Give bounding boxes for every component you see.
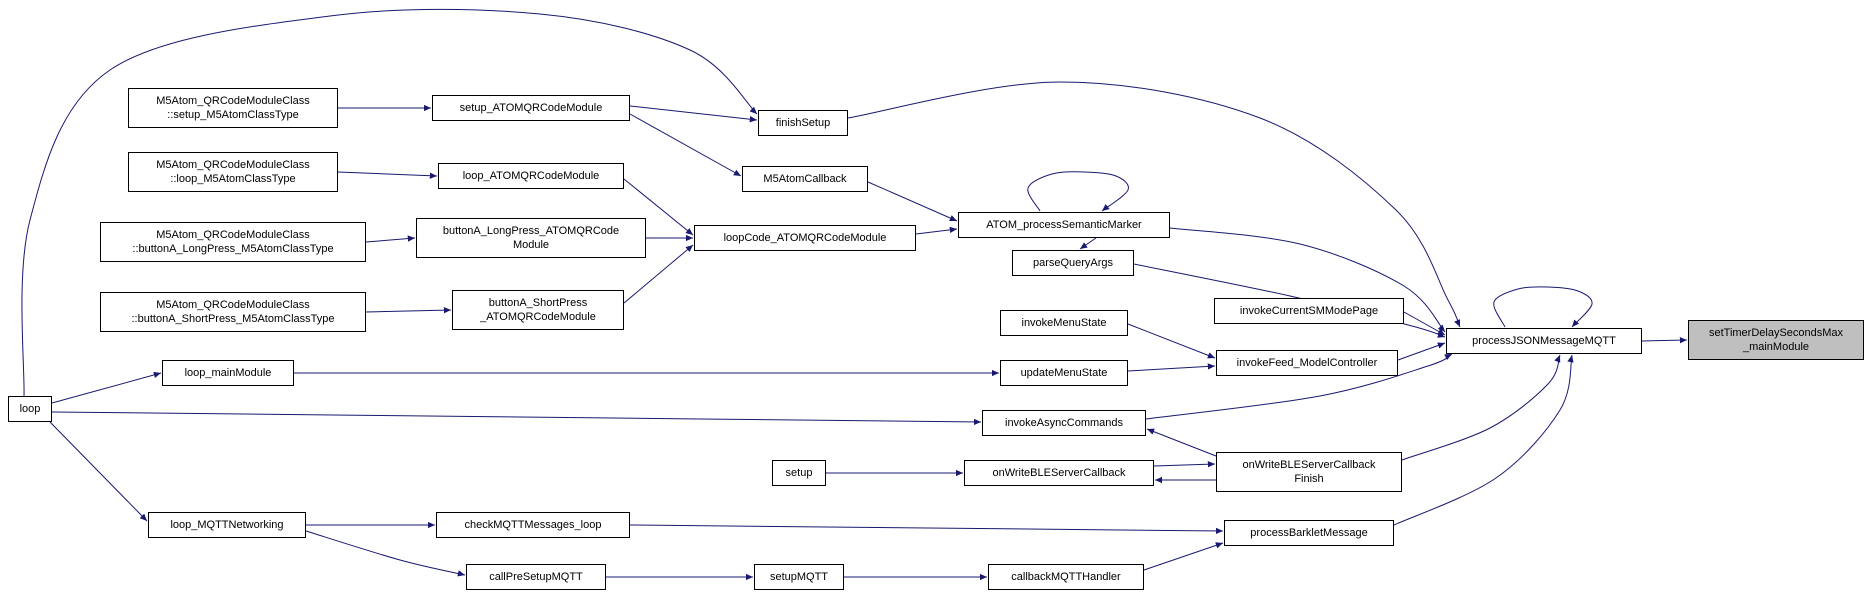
edge-loop-to-invokeAsyncCommands <box>51 411 982 426</box>
edge-buttonA_ShortPress_ATOMQRCodeModule-to-loopCode_ATOMQRCodeModule <box>623 244 694 304</box>
graph-node-setup[interactable]: setup <box>772 460 826 486</box>
graph-node-checkMQTTMessages_loop[interactable]: checkMQTTMessages_loop <box>436 512 630 538</box>
edge-loop-to-finishSetup <box>21 8 758 397</box>
graph-node-loop_M5AtomClassType[interactable]: M5Atom_QRCodeModuleClass ::loop_M5AtomCl… <box>128 152 338 192</box>
graph-node-callPreSetupMQTT[interactable]: callPreSetupMQTT <box>466 564 606 590</box>
edge-loop_ATOMQRCodeModule-to-loopCode_ATOMQRCodeModule <box>623 178 694 236</box>
graph-node-parseQueryArgs[interactable]: parseQueryArgs <box>1012 250 1134 276</box>
edge-M5AtomCallback-to-ATOM_processSemanticMarker <box>867 181 958 222</box>
edge-ATOM_processSemanticMarker-to-processJSONMessageMQTT <box>1169 227 1446 333</box>
edge-setup_ATOMQRCodeModule-to-finishSetup <box>629 105 758 123</box>
graph-node-buttonA_LongPress_M5AtomClassType[interactable]: M5Atom_QRCodeModuleClass ::buttonA_LongP… <box>100 222 366 262</box>
edge-processBarkletMessage-to-processJSONMessageMQTT <box>1393 354 1574 526</box>
graph-node-setupMQTT[interactable]: setupMQTT <box>754 564 844 590</box>
edge-setup_ATOMQRCodeModule-to-M5AtomCallback <box>629 113 742 177</box>
edge-loop-to-loop_MQTTNetworking <box>49 421 148 522</box>
edge-buttonA_LongPress_M5AtomClassType-to-buttonA_LongPress_ATOMQRCodeModule <box>365 235 416 243</box>
graph-node-buttonA_ShortPress_ATOMQRCodeModule[interactable]: buttonA_ShortPress _ATOMQRCodeModule <box>452 290 624 330</box>
graph-node-loop_mainModule[interactable]: loop_mainModule <box>162 360 294 386</box>
edge-onWriteBLEServerCallbackFinish-to-invokeAsyncCommands <box>1146 428 1217 457</box>
graph-node-onWriteBLEServerCallbackFinish[interactable]: onWriteBLEServerCallback Finish <box>1216 452 1402 492</box>
edge-invokeMenuState-to-invokeFeed_ModelController <box>1127 323 1216 359</box>
edge-callbackMQTTHandler-to-processBarkletMessage <box>1143 542 1224 571</box>
edge-finishSetup-to-processJSONMessageMQTT <box>847 81 1461 328</box>
edge-invokeCurrentSMModePage-to-processJSONMessageMQTT <box>1403 311 1446 336</box>
graph-node-buttonA_ShortPress_M5AtomClassType[interactable]: M5Atom_QRCodeModuleClass ::buttonA_Short… <box>100 292 366 332</box>
graph-node-callbackMQTTHandler[interactable]: callbackMQTTHandler <box>988 564 1144 590</box>
edge-processJSONMessageMQTT-to-setTimerDelaySecondsMax_mainModule <box>1641 336 1688 344</box>
graph-node-processBarkletMessage[interactable]: processBarkletMessage <box>1224 520 1394 546</box>
edge-ATOM_processSemanticMarker-to-ATOM_processSemanticMarker <box>1027 171 1129 212</box>
graph-node-invokeAsyncCommands[interactable]: invokeAsyncCommands <box>982 410 1146 436</box>
edge-updateMenuState-to-invokeFeed_ModelController <box>1127 363 1216 372</box>
graph-node-loop_ATOMQRCodeModule[interactable]: loop_ATOMQRCodeModule <box>438 163 624 189</box>
edge-loop-to-loop_mainModule <box>51 371 162 404</box>
graph-node-ATOM_processSemanticMarker[interactable]: ATOM_processSemanticMarker <box>958 212 1170 238</box>
edge-checkMQTTMessages_loop-to-processBarkletMessage <box>629 524 1224 535</box>
edge-onWriteBLEServerCallback-to-onWriteBLEServerCallbackFinish <box>1153 461 1216 468</box>
graph-node-M5AtomCallback[interactable]: M5AtomCallback <box>742 166 868 192</box>
edge-onWriteBLEServerCallbackFinish-to-processJSONMessageMQTT <box>1401 354 1561 461</box>
graph-node-finishSetup[interactable]: finishSetup <box>758 110 848 136</box>
graph-node-setTimerDelaySecondsMax_mainModule: setTimerDelaySecondsMax _mainModule <box>1688 320 1864 360</box>
edge-invokeAsyncCommands-to-processJSONMessageMQTT <box>1145 353 1453 420</box>
graph-node-loop_MQTTNetworking[interactable]: loop_MQTTNetworking <box>148 512 306 538</box>
graph-node-invokeCurrentSMModePage[interactable]: invokeCurrentSMModePage <box>1214 298 1404 324</box>
graph-node-loopCode_ATOMQRCodeModule[interactable]: loopCode_ATOMQRCodeModule <box>694 225 916 251</box>
edge-processJSONMessageMQTT-to-processJSONMessageMQTT <box>1493 286 1593 328</box>
edge-loop_MQTTNetworking-to-callPreSetupMQTT <box>305 530 466 577</box>
graph-node-buttonA_LongPress_ATOMQRCodeModule[interactable]: buttonA_LongPress_ATOMQRCode Module <box>416 218 646 258</box>
graph-node-invokeMenuState[interactable]: invokeMenuState <box>1000 310 1128 336</box>
edge-loopCode_ATOMQRCodeModule-to-ATOM_processSemanticMarker <box>915 226 958 235</box>
graph-node-invokeFeed_ModelController[interactable]: invokeFeed_ModelController <box>1216 350 1398 376</box>
graph-node-onWriteBLEServerCallback[interactable]: onWriteBLEServerCallback <box>964 460 1154 486</box>
edge-ATOM_processSemanticMarker-to-parseQueryArgs <box>1079 237 1097 250</box>
graph-node-setup_M5AtomClassType[interactable]: M5Atom_QRCodeModuleClass ::setup_M5AtomC… <box>128 88 338 128</box>
edge-invokeFeed_ModelController-to-processJSONMessageMQTT <box>1397 342 1446 361</box>
graph-node-processJSONMessageMQTT[interactable]: processJSONMessageMQTT <box>1446 328 1642 354</box>
graph-node-loop[interactable]: loop <box>8 396 52 422</box>
edge-loop_M5AtomClassType-to-loop_ATOMQRCodeModule <box>337 171 438 179</box>
edge-buttonA_ShortPress_M5AtomClassType-to-buttonA_ShortPress_ATOMQRCodeModule <box>365 306 452 314</box>
graph-node-updateMenuState[interactable]: updateMenuState <box>1000 360 1128 386</box>
graph-node-setup_ATOMQRCodeModule[interactable]: setup_ATOMQRCodeModule <box>432 95 630 121</box>
